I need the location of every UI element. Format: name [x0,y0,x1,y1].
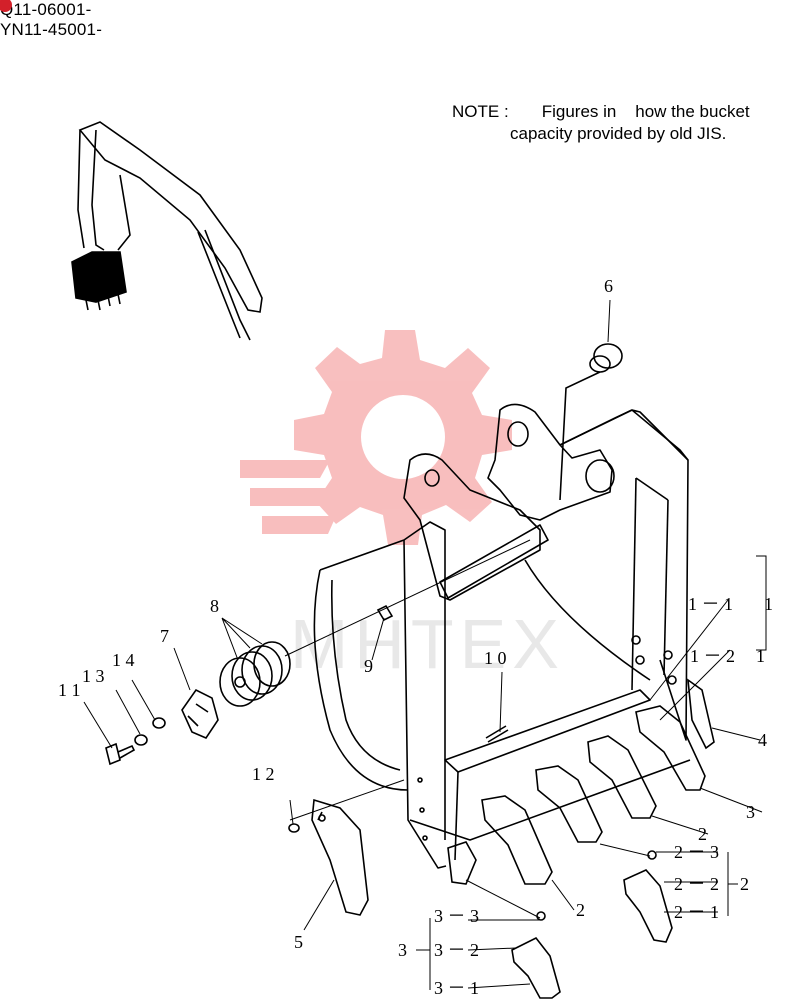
tooth-point-2 [623,850,673,943]
serial-range-1: Q11-06001- [0,0,91,20]
small-hardware [288,604,509,833]
label-1-2: 1 － 2 [690,646,735,666]
boss-bushing-6 [559,343,623,501]
part-labels: 6 8 7 1 4 1 3 1 1 9 1 0 1 － 1 1 1 － 2 1 … [58,276,773,998]
label-3-2: 3 － 2 [434,940,479,960]
label-12: 1 2 [252,764,275,784]
side-cutter-right [687,678,715,750]
label-13: 1 3 [82,666,105,686]
label-3-b: 3 [398,940,407,960]
label-2-3: 2 － 3 [674,842,719,862]
shim-stack-8 [219,539,531,707]
leader-lines [83,299,767,990]
serial-text-1: Q11-06001- [0,0,92,19]
label-9: 9 [364,656,373,676]
label-8: 8 [210,596,219,616]
label-6: 6 [604,276,613,296]
label-3: 3 [746,802,755,822]
label-1-b: 1 [756,646,765,666]
label-7: 7 [160,626,169,646]
cover-plate-7 [181,688,219,739]
label-2-2: 2 － 2 [674,874,719,894]
label-2-b: 2 [576,900,585,920]
label-1-1: 1 － 1 [688,594,733,614]
bucket-teeth [447,705,706,885]
label-2-1: 2 － 1 [674,902,719,922]
label-10: 1 0 [484,648,507,668]
bolt-assembly [105,717,166,766]
label-2-c: 2 [740,874,749,894]
watermark-gear-icon [240,330,512,545]
label-1-a: 1 [764,594,773,614]
note-line-2: capacity provided by old JIS. [510,124,727,143]
label-2-a: 2 [698,824,707,844]
label-5: 5 [294,932,303,952]
bucket-body [313,403,691,869]
label-3-1: 3 － 1 [434,978,479,998]
watermark-text: MHTEX [290,605,565,683]
label-3-3: 3 － 3 [434,906,479,926]
label-11: 1 1 [58,680,81,700]
label-14: 1 4 [112,650,135,670]
serial-range-2: YN11-45001- [0,20,103,39]
side-cutter-left [311,798,369,916]
label-4: 4 [758,730,767,750]
info-badge-icon [0,0,12,12]
note-line-1: NOTE : Figures in how the bucket [452,102,750,121]
excavator-arm-thumbnail [71,121,263,341]
